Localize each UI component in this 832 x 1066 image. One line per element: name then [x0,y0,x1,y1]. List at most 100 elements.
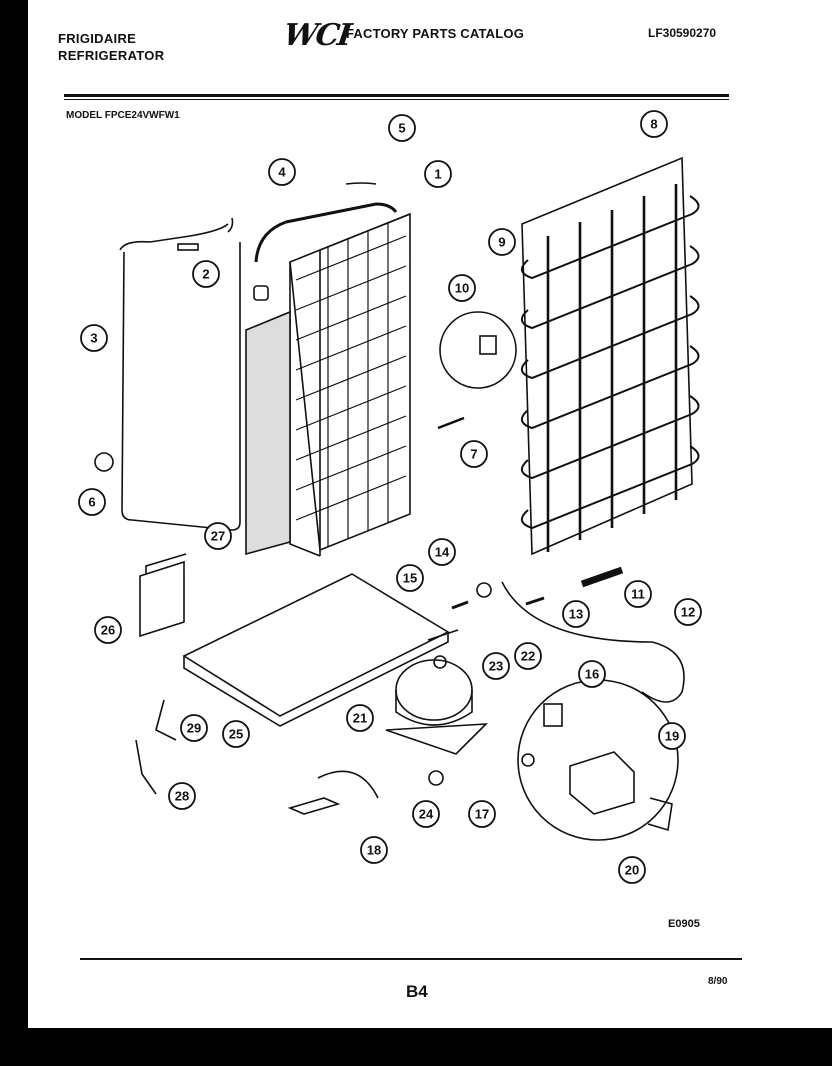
callout-circle [618,856,646,884]
callout-number: 14 [435,545,450,560]
callout-number: 7 [470,447,477,462]
callout-28: 28 [168,782,196,810]
callout-number: 22 [521,649,535,664]
part-17-overload [521,753,535,767]
part-19-start-device [569,751,635,815]
callout-circle [222,720,250,748]
callout-number: 18 [367,843,381,858]
callout-number: 4 [278,165,286,180]
callout-circle [396,564,424,592]
callout-number: 5 [398,121,405,136]
callout-21: 21 [346,704,374,732]
callout-16: 16 [578,660,606,688]
callout-29: 29 [180,714,208,742]
callout-circle [360,836,388,864]
callout-27: 27 [204,522,232,550]
part-14-clamp [476,582,492,598]
callout-number: 10 [455,281,469,296]
part-3-wire-frame [119,217,241,531]
callout-19: 19 [658,722,686,750]
callout-circle [640,110,668,138]
callout-number: 12 [681,605,695,620]
callout-5: 5 [388,114,416,142]
callout-18: 18 [360,836,388,864]
header-rule [64,94,729,97]
callout-number: 20 [625,863,639,878]
catalog-page: FRIGIDAIRE REFRIGERATOR WCI FACTORY PART… [28,0,832,1028]
callout-circle [658,722,686,750]
header-rule-thin [64,99,729,100]
callout-circle [578,660,606,688]
callout-2: 2 [192,260,220,288]
callout-number: 2 [202,267,209,282]
callout-23: 23 [482,652,510,680]
revision-date: 8/90 [708,976,728,987]
part-9-bracket [479,335,497,355]
part-18-capacitor [287,770,379,815]
callout-number: 21 [353,711,367,726]
callout-circle [428,538,456,566]
callout-12: 12 [674,598,702,626]
product-type: REFRIGERATOR [58,48,165,63]
part-29-wire [155,699,177,741]
part-12-tube [501,581,685,703]
callout-number: 11 [631,587,645,602]
brand-block: FRIGIDAIRE REFRIGERATOR [58,30,164,64]
part-7-clip [437,416,465,430]
callout-number: 8 [650,117,657,132]
callout-number: 17 [475,807,489,822]
part-15-screw [451,600,469,610]
callout-number: 19 [665,729,679,744]
callout-number: 9 [498,235,505,250]
callout-circle [388,114,416,142]
callout-8: 8 [640,110,668,138]
part-24-mount [428,770,444,786]
drawing-code: E0905 [668,918,700,930]
callout-13: 13 [562,600,590,628]
model-number: MODEL FPCE24VWFW1 [66,110,180,121]
callout-22: 22 [514,642,542,670]
callout-11: 11 [624,580,652,608]
callout-circle [78,488,106,516]
callout-circle [460,440,488,468]
callout-6: 6 [78,488,106,516]
callout-number: 16 [585,667,599,682]
callout-number: 27 [211,529,225,544]
callout-number: 13 [569,607,583,622]
callout-circle [488,228,516,256]
callout-17: 17 [468,800,496,828]
part-21-compressor [385,659,489,755]
callout-circle [674,598,702,626]
callout-3: 3 [80,324,108,352]
callout-circle [94,616,122,644]
callout-10: 10 [448,274,476,302]
part-11-drier [580,566,624,588]
callout-circle [168,782,196,810]
callout-number: 15 [403,571,417,586]
callout-circle [424,160,452,188]
callout-circle [80,324,108,352]
footer-rule [80,958,742,960]
catalog-number: LF30590270 [648,26,717,40]
part-28-wire [135,739,157,795]
part-26-bracket [139,553,187,638]
detail-circle-bracket [439,311,517,389]
catalog-title: FACTORY PARTS CATALOG [346,26,525,41]
part-1-evaporator [289,212,411,557]
callout-circle [204,522,232,550]
callout-circle [482,652,510,680]
exploded-parts-diagram: 1234567891011121314151617181920212223242… [78,110,702,884]
callout-25: 25 [222,720,250,748]
callout-number: 3 [90,331,97,346]
part-27-filter-panel [245,310,291,556]
part-2-grommet [253,285,269,301]
callout-number: 23 [489,659,503,674]
callout-circle [514,642,542,670]
callout-circle [468,800,496,828]
part-8-condenser [521,156,700,556]
callout-circle [448,274,476,302]
callout-4: 4 [268,158,296,186]
part-4-tube [254,202,398,263]
callout-number: 24 [419,807,434,822]
callout-9: 9 [488,228,516,256]
